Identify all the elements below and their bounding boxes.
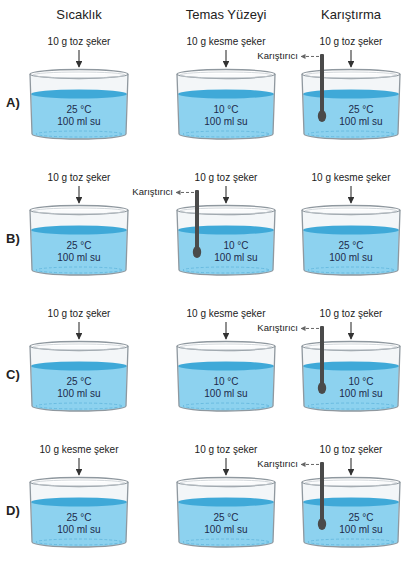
pour-arrow: [350, 50, 351, 67]
beaker-text: 10 °C100 ml su: [300, 376, 402, 400]
beaker-text: 25 °C100 ml su: [300, 512, 402, 536]
option-letter: A): [6, 96, 20, 111]
sugar-label: 10 g toz şeker: [320, 444, 383, 456]
temperature-label: 10 °C: [195, 240, 277, 252]
temperature-label: 10 °C: [175, 104, 277, 116]
volume-label: 100 ml su: [320, 388, 402, 400]
sugar-label: 10 g toz şeker: [195, 444, 258, 456]
pour-arrow: [78, 50, 79, 67]
beaker: 25 °C100 ml su: [28, 340, 130, 412]
column-heading: Karıştırma: [321, 8, 381, 23]
temperature-label: 25 °C: [300, 240, 402, 252]
pour-arrow: [78, 322, 79, 339]
beaker-text: 25 °C100 ml su: [28, 512, 130, 536]
column-heading: Temas Yüzeyi: [186, 8, 267, 23]
temperature-label: 25 °C: [320, 512, 402, 524]
beaker-text: 25 °C100 ml su: [28, 240, 130, 264]
sugar-label: 10 g kesme şeker: [187, 36, 266, 48]
pour-arrow: [225, 322, 226, 339]
option-letter: B): [6, 232, 20, 247]
temperature-label: 25 °C: [28, 512, 130, 524]
sugar-label: 10 g kesme şeker: [187, 308, 266, 320]
beaker-text: 25 °C100 ml su: [175, 512, 277, 536]
volume-label: 100 ml su: [320, 524, 402, 536]
beaker: 25 °C100 ml su: [28, 476, 130, 548]
beaker: 25 °C100 ml su: [28, 68, 130, 140]
sugar-label: 10 g toz şeker: [195, 172, 258, 184]
stirrer-label: Karıştırıcı: [132, 187, 173, 198]
pour-arrow: [350, 186, 351, 203]
volume-label: 100 ml su: [28, 116, 130, 128]
beaker: 10 °C100 ml su: [175, 204, 277, 276]
beaker-text: 25 °C100 ml su: [28, 104, 130, 128]
stirrer-leader: [301, 56, 319, 57]
stirrer-label: Karıştırıcı: [257, 51, 298, 62]
stirrer-label: Karıştırıcı: [257, 459, 298, 470]
beaker: 10 °C100 ml su: [175, 68, 277, 140]
beaker: 10 °C100 ml su: [175, 340, 277, 412]
temperature-label: 25 °C: [28, 104, 130, 116]
pour-arrow: [350, 458, 351, 475]
sugar-label: 10 g toz şeker: [320, 308, 383, 320]
stirrer-rod: [318, 54, 326, 122]
stirrer-leader: [301, 464, 319, 465]
beaker-text: 25 °C100 ml su: [300, 104, 402, 128]
pour-arrow: [225, 50, 226, 67]
pour-arrow: [78, 186, 79, 203]
stirrer-label: Karıştırıcı: [257, 323, 298, 334]
beaker: 25 °C100 ml su: [175, 476, 277, 548]
sugar-label: 10 g toz şeker: [48, 308, 111, 320]
stirrer-rod: [318, 326, 326, 394]
volume-label: 100 ml su: [320, 116, 402, 128]
pour-arrow: [225, 458, 226, 475]
sugar-label: 10 g toz şeker: [48, 36, 111, 48]
volume-label: 100 ml su: [28, 252, 130, 264]
sugar-label: 10 g kesme şeker: [312, 172, 391, 184]
volume-label: 100 ml su: [300, 252, 402, 264]
temperature-label: 10 °C: [320, 376, 402, 388]
beaker: 25 °C100 ml su: [300, 204, 402, 276]
temperature-label: 25 °C: [28, 376, 130, 388]
stirrer-rod: [193, 190, 201, 258]
beaker-text: 25 °C100 ml su: [300, 240, 402, 264]
pour-arrow: [78, 458, 79, 475]
sugar-label: 10 g toz şeker: [320, 36, 383, 48]
beaker-text: 10 °C100 ml su: [175, 376, 277, 400]
pour-arrow: [225, 186, 226, 203]
sugar-label: 10 g kesme şeker: [40, 444, 119, 456]
temperature-label: 25 °C: [175, 512, 277, 524]
beaker-text: 25 °C100 ml su: [28, 376, 130, 400]
beaker: 10 °C100 ml su: [300, 340, 402, 412]
volume-label: 100 ml su: [28, 524, 130, 536]
beaker: 25 °C100 ml su: [300, 68, 402, 140]
beaker-text: 10 °C100 ml su: [175, 104, 277, 128]
option-letter: C): [6, 368, 20, 383]
sugar-label: 10 g toz şeker: [48, 172, 111, 184]
temperature-label: 25 °C: [28, 240, 130, 252]
beaker: 25 °C100 ml su: [28, 204, 130, 276]
volume-label: 100 ml su: [175, 524, 277, 536]
stirrer-leader: [301, 328, 319, 329]
temperature-label: 10 °C: [175, 376, 277, 388]
volume-label: 100 ml su: [175, 388, 277, 400]
beaker: 25 °C100 ml su: [300, 476, 402, 548]
stirrer-leader: [176, 192, 194, 193]
volume-label: 100 ml su: [175, 116, 277, 128]
pour-arrow: [350, 322, 351, 339]
temperature-label: 25 °C: [320, 104, 402, 116]
option-letter: D): [6, 504, 20, 519]
beaker-text: 10 °C100 ml su: [175, 240, 277, 264]
volume-label: 100 ml su: [195, 252, 277, 264]
column-heading: Sıcaklık: [56, 8, 102, 23]
volume-label: 100 ml su: [28, 388, 130, 400]
stirrer-rod: [318, 462, 326, 530]
